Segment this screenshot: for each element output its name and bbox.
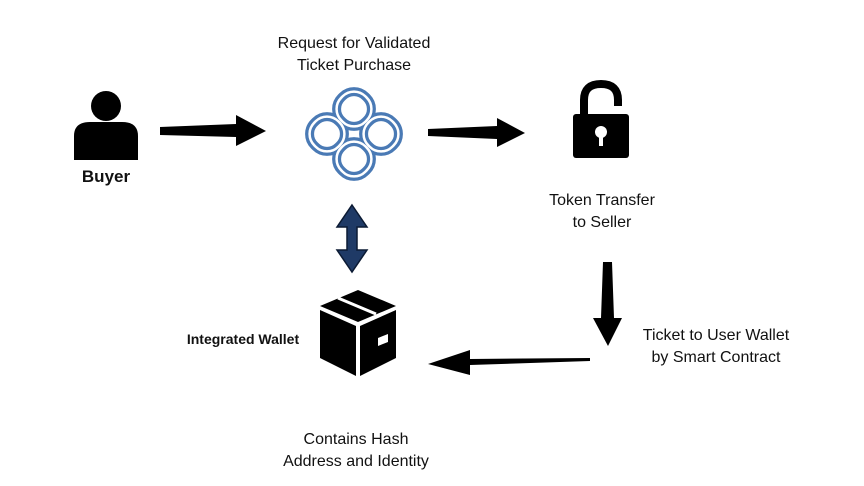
token-label-line-1: Token Transfer [549,192,655,209]
arrow-ticket-to-wallet [428,350,590,375]
ticket-label: Ticket to User Wallet by Smart Contract [618,325,814,369]
ticket-label-line-2: by Smart Contract [651,349,781,366]
arrow-buyer-to-request [160,115,266,146]
double-arrow-request-wallet [335,203,369,274]
request-label-line-2: Ticket Purchase [296,57,412,74]
request-label: Request for Validated Ticket Purchase [254,33,454,77]
box-icon [320,290,396,376]
hash-label-line-1: Contains Hash [303,431,409,448]
celtic-knot-icon [305,87,403,181]
buyer-label: Buyer [81,167,131,186]
arrow-request-to-token [428,118,525,147]
request-label-line-1: Request for Validated [277,35,431,52]
person-icon [74,91,138,160]
arrow-token-to-ticket [593,262,622,346]
token-label-line-2: to Seller [572,214,632,231]
hash-label: Contains Hash Address and Identity [256,429,456,473]
token-label: Token Transfer to Seller [512,190,692,234]
ticket-label-line-1: Ticket to User Wallet [642,327,790,344]
unlocked-padlock-icon [573,80,629,158]
wallet-label: Integrated Wallet [186,331,300,347]
hash-label-line-2: Address and Identity [283,453,429,470]
